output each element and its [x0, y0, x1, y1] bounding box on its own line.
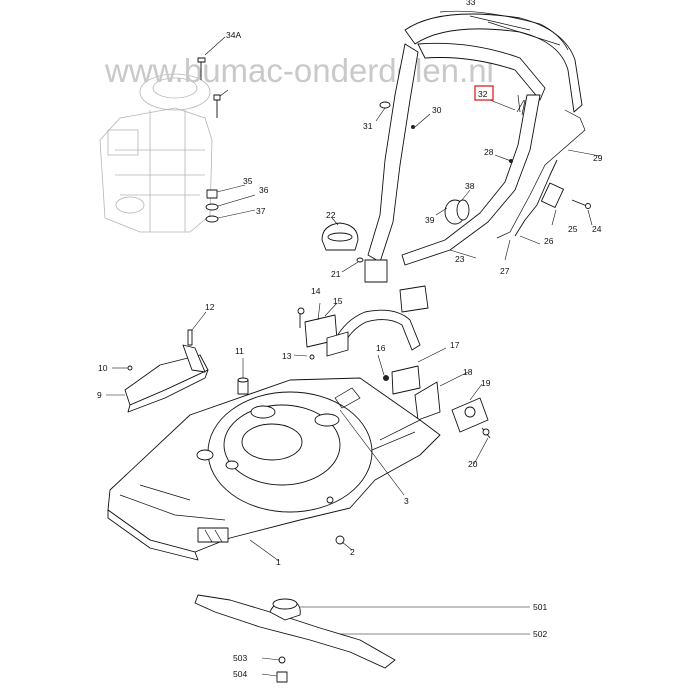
label-31: 31 — [363, 121, 373, 131]
label-25: 25 — [568, 224, 578, 234]
label-14: 14 — [311, 286, 321, 296]
handle-bracket-plate — [364, 259, 388, 283]
label-32: 32 — [478, 89, 488, 99]
highlight-box-32 — [474, 85, 494, 101]
label-27: 27 — [500, 266, 510, 276]
rear-flap — [124, 344, 209, 413]
label-13: 13 — [282, 351, 292, 361]
label-18: 18 — [463, 367, 473, 377]
label-39: 39 — [425, 215, 435, 225]
label-38: 38 — [465, 181, 475, 191]
blade-assembly — [194, 594, 396, 683]
part-labels: 33 34A 30 31 32 28 29 38 39 35 36 37 22 … — [97, 0, 603, 679]
label-33: 33 — [466, 0, 476, 7]
label-502: 502 — [533, 629, 547, 639]
label-29: 29 — [593, 153, 603, 163]
upper-handle — [404, 10, 583, 113]
engine-bolts — [197, 57, 221, 223]
label-9: 9 — [97, 390, 102, 400]
label-21: 21 — [331, 269, 341, 279]
label-19: 19 — [481, 378, 491, 388]
leader-lines — [106, 36, 601, 677]
label-1: 1 — [276, 557, 281, 567]
knob-22 — [321, 222, 364, 263]
label-28: 28 — [484, 147, 494, 157]
label-15: 15 — [333, 296, 343, 306]
label-3: 3 — [404, 496, 409, 506]
label-17: 17 — [450, 340, 460, 350]
label-16: 16 — [376, 343, 386, 353]
label-37: 37 — [256, 206, 266, 216]
lower-handle-brackets — [297, 285, 491, 439]
label-501: 501 — [533, 602, 547, 612]
label-2: 2 — [350, 547, 355, 557]
label-20: 20 — [468, 459, 478, 469]
label-34a: 34A — [226, 30, 241, 40]
label-36: 36 — [259, 185, 269, 195]
label-504: 504 — [233, 669, 247, 679]
label-26: 26 — [544, 236, 554, 246]
label-35: 35 — [243, 176, 253, 186]
label-11: 11 — [235, 346, 244, 356]
engine-ghost — [99, 73, 213, 233]
mower-deck — [107, 377, 441, 561]
label-30: 30 — [432, 105, 442, 115]
label-10: 10 — [98, 363, 108, 373]
label-22: 22 — [326, 210, 336, 220]
label-24: 24 — [592, 224, 602, 234]
handle-cable-parts — [379, 94, 591, 239]
label-23: 23 — [455, 254, 465, 264]
label-503: 503 — [233, 653, 247, 663]
label-12: 12 — [205, 302, 215, 312]
